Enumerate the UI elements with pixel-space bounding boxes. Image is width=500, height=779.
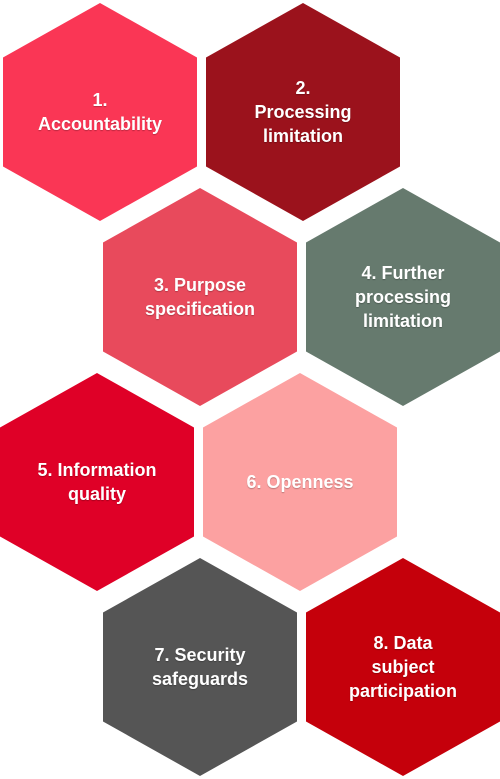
hexagon-openness: 6. Openness bbox=[203, 373, 397, 591]
hexagon-label: 8. Data subject participation bbox=[348, 633, 457, 701]
hexagon-label: 7. Security safeguards bbox=[151, 645, 249, 689]
hexagon-label: 1. Accountability bbox=[37, 90, 162, 134]
hexagon-accountability: 1. Accountability bbox=[3, 3, 197, 221]
hexagon-security-safeguards: 7. Security safeguards bbox=[103, 558, 297, 776]
hexagon-label: 4. Further processing limitation bbox=[354, 263, 452, 331]
hexagon-data-subject-participation: 8. Data subject participation bbox=[306, 558, 500, 776]
hexagon-processing-limitation: 2. Processing limitation bbox=[206, 3, 400, 221]
hexagon-label: 5. Information quality bbox=[37, 460, 157, 504]
hexagon-label: 2. Processing limitation bbox=[254, 78, 352, 146]
hexagon-information-quality: 5. Information quality bbox=[0, 373, 194, 591]
hexagon-purpose-specification: 3. Purpose specification bbox=[103, 188, 297, 406]
hexagon-further-processing-limitation: 4. Further processing limitation bbox=[306, 188, 500, 406]
hexagon-label: 6. Openness bbox=[246, 472, 354, 492]
hexagon-label: 3. Purpose specification bbox=[144, 275, 256, 319]
